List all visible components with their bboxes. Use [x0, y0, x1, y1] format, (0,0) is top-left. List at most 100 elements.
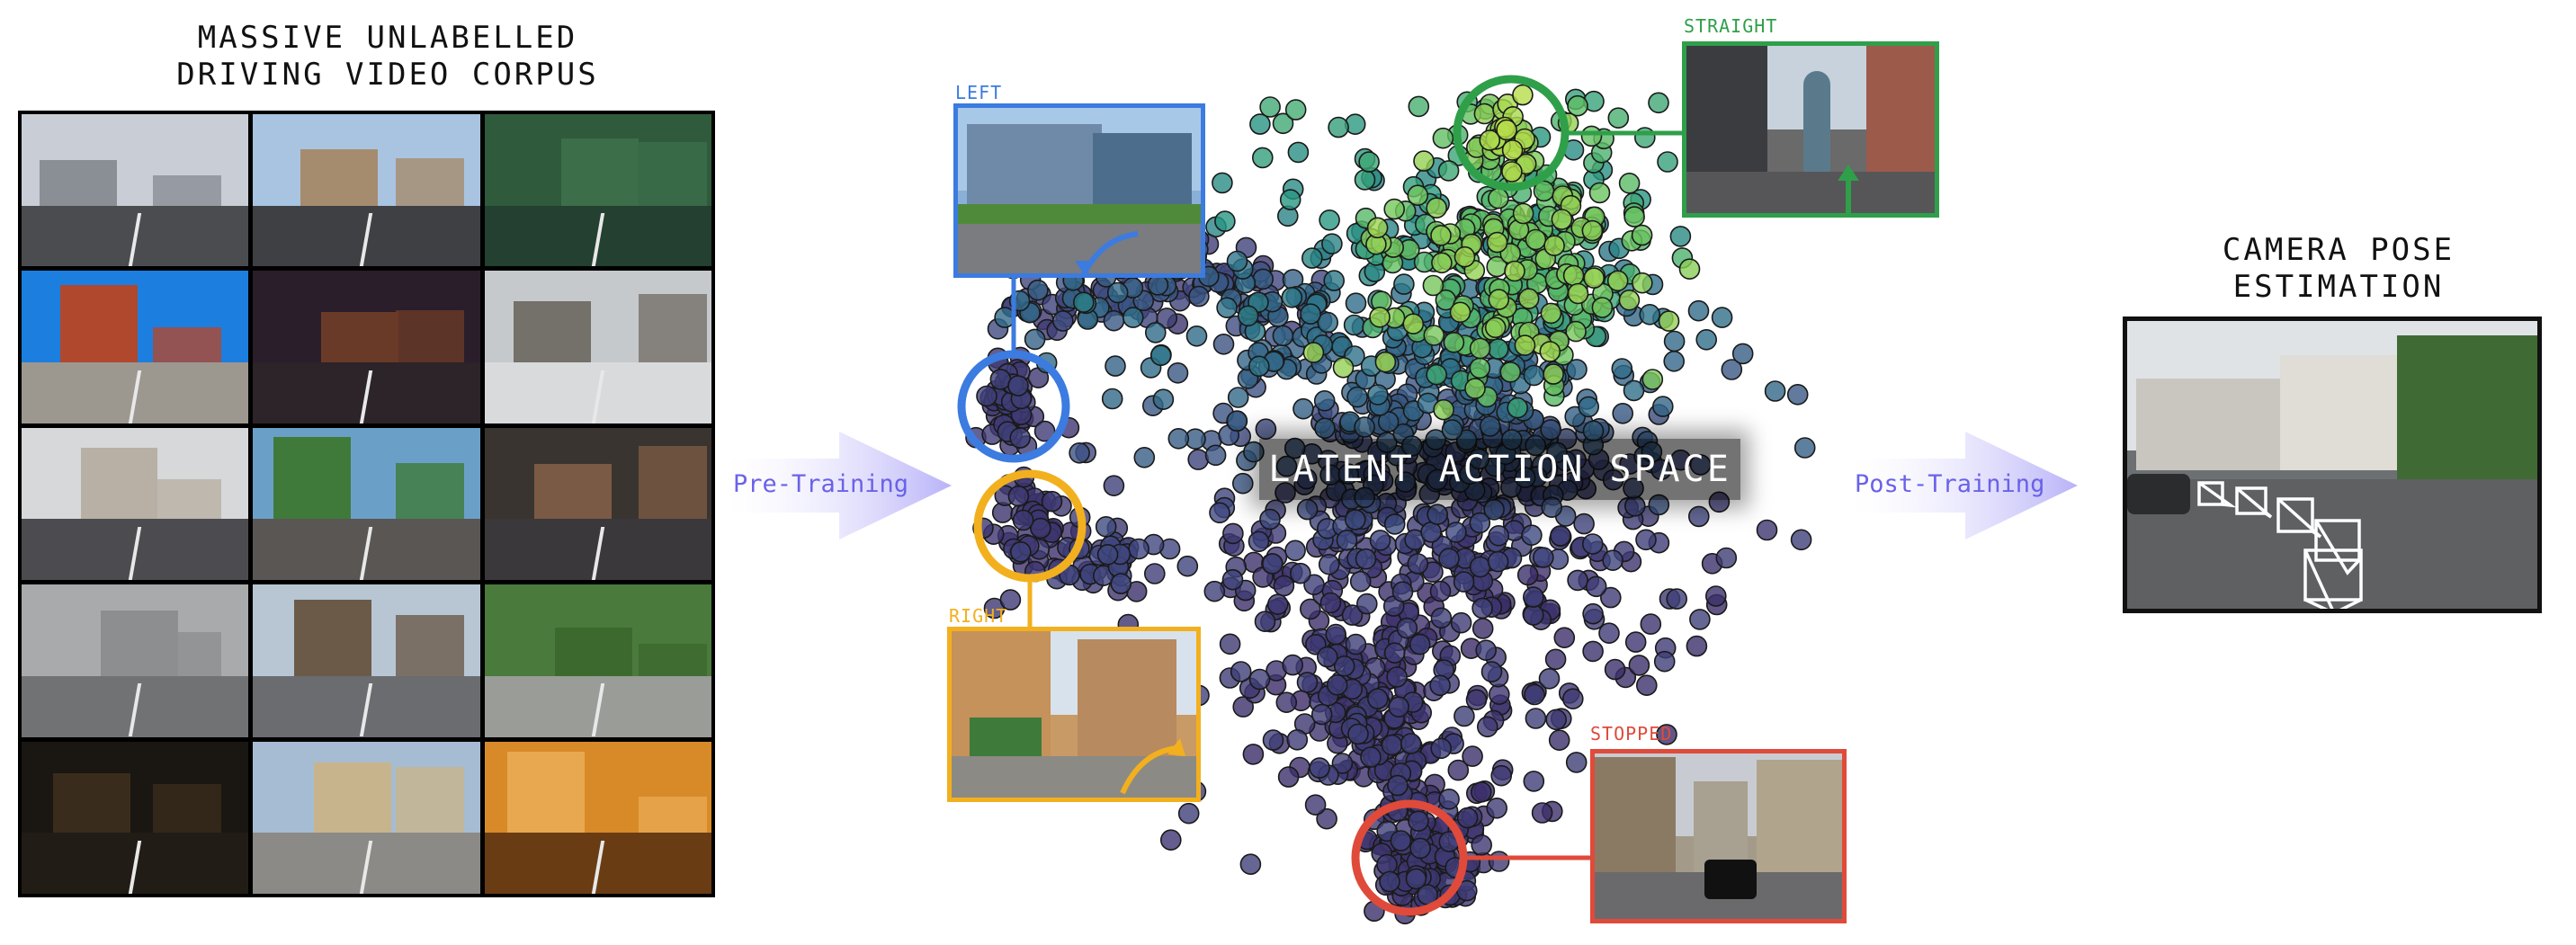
- latent-point: [1469, 357, 1491, 379]
- latent-point: [1387, 774, 1409, 797]
- latent-point: [1355, 548, 1377, 570]
- latent-point: [1641, 369, 1664, 390]
- latent-point: [1303, 574, 1325, 596]
- latent-point: [1704, 585, 1727, 607]
- latent-point: [1464, 378, 1486, 399]
- latent-point: [1128, 538, 1149, 560]
- latent-point: [1262, 729, 1284, 751]
- latent-point: [1230, 661, 1252, 682]
- latent-point: [1012, 509, 1034, 531]
- latent-point: [1686, 635, 1708, 657]
- latent-point: [1332, 356, 1355, 379]
- right-cluster-ring: [973, 469, 1087, 583]
- video-frame-night-traffic: [253, 271, 480, 423]
- latent-point: [1383, 513, 1406, 535]
- latent-point: [1604, 658, 1626, 681]
- latent-point: [1073, 291, 1095, 314]
- latent-point: [1281, 287, 1303, 308]
- latent-point: [1433, 398, 1454, 421]
- latent-point: [1504, 260, 1525, 282]
- latent-point: [1226, 250, 1248, 272]
- latent-point: [1296, 672, 1319, 693]
- latent-point: [1101, 388, 1123, 410]
- latent-point: [1582, 420, 1605, 442]
- latent-point: [1484, 316, 1507, 339]
- camera-pose-title-line-2: ESTIMATION: [2232, 268, 2445, 305]
- latent-point: [1607, 107, 1630, 129]
- latent-point: [1628, 655, 1650, 676]
- latent-point: [1430, 607, 1453, 629]
- latent-point: [1469, 337, 1491, 360]
- latent-point: [1456, 807, 1479, 829]
- latent-point: [1292, 397, 1314, 420]
- latent-point: [1486, 231, 1508, 254]
- latent-point: [1010, 540, 1032, 563]
- latent-point: [1349, 570, 1372, 593]
- latent-point: [1145, 322, 1167, 343]
- latent-point: [1354, 416, 1375, 438]
- latent-point: [1272, 325, 1294, 347]
- latent-point: [1524, 683, 1545, 706]
- latent-point: [1553, 627, 1576, 649]
- latent-point: [1669, 226, 1692, 247]
- latent-point: [1582, 640, 1604, 663]
- latent-point: [1465, 689, 1488, 711]
- latent-point: [1689, 609, 1711, 630]
- latent-point: [1381, 734, 1403, 756]
- latent-point: [1396, 617, 1418, 639]
- latent-point: [1221, 568, 1244, 591]
- latent-point: [1147, 274, 1169, 296]
- latent-point: [1413, 150, 1435, 172]
- latent-point: [1599, 586, 1622, 609]
- latent-point: [1793, 437, 1816, 459]
- latent-point: [1656, 724, 1677, 745]
- latent-point: [1512, 202, 1534, 225]
- latent-point: [1408, 95, 1430, 118]
- latent-point: [1640, 613, 1662, 635]
- latent-point: [1103, 475, 1125, 497]
- camera-pose-title-line-1: CAMERA POSE: [2222, 232, 2455, 268]
- latent-point: [1316, 807, 1337, 830]
- latent-point: [989, 369, 1012, 390]
- latent-point: [1618, 173, 1641, 194]
- latent-point: [1279, 189, 1301, 210]
- latent-point: [1567, 94, 1588, 117]
- latent-point: [1545, 709, 1568, 731]
- latent-point: [1408, 810, 1429, 833]
- latent-point: [1346, 386, 1368, 408]
- latent-point: [1266, 593, 1289, 616]
- latent-point: [1541, 496, 1563, 519]
- latent-point: [1354, 169, 1376, 191]
- latent-point: [1304, 794, 1327, 816]
- latent-point: [1009, 427, 1031, 449]
- latent-point: [1302, 342, 1325, 363]
- corpus-title: MASSIVE UNLABELLED DRIVING VIDEO CORPUS: [18, 20, 757, 94]
- left-turn-photo: [953, 103, 1205, 278]
- latent-point: [1261, 553, 1284, 575]
- video-frame-palace: [253, 741, 480, 894]
- latent-point: [1618, 290, 1641, 311]
- latent-point: [1624, 631, 1647, 653]
- latent-point: [1096, 543, 1119, 566]
- latent-point: [1272, 112, 1294, 135]
- latent-point: [1248, 668, 1271, 691]
- video-frame-night-lights: [22, 741, 249, 894]
- latent-point: [1480, 661, 1503, 682]
- latent-point: [1567, 569, 1588, 592]
- latent-point: [1623, 379, 1645, 402]
- latent-point: [1309, 757, 1330, 779]
- latent-point: [1347, 723, 1369, 745]
- latent-point: [1635, 674, 1658, 697]
- latent-point: [1167, 427, 1190, 450]
- latent-point: [1687, 505, 1710, 528]
- latent-point: [1252, 268, 1275, 290]
- latent-point: [1409, 837, 1431, 860]
- latent-point: [1282, 654, 1304, 676]
- corpus-title-line-2: DRIVING VIDEO CORPUS: [176, 56, 599, 93]
- video-frame-rainy-night: [484, 427, 711, 581]
- latent-point: [1176, 555, 1199, 577]
- latent-point: [1325, 623, 1347, 646]
- latent-point: [1475, 639, 1498, 662]
- latent-point: [1479, 129, 1501, 151]
- latent-point: [1041, 490, 1063, 513]
